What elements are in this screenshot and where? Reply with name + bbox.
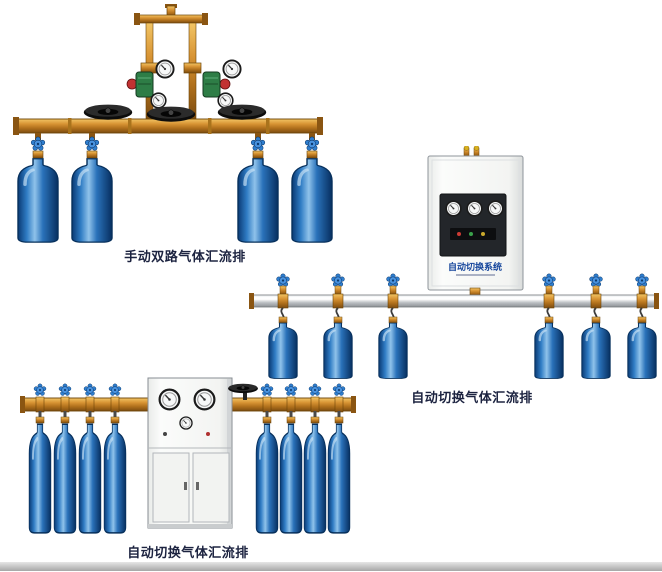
pressure-gauge bbox=[150, 92, 167, 109]
cylinder-station bbox=[322, 273, 354, 379]
cylinder-valve-handle bbox=[589, 273, 603, 287]
gas-cylinder bbox=[580, 322, 612, 379]
pressure-gauge bbox=[487, 200, 504, 217]
cabinet-doors bbox=[152, 452, 230, 523]
cylinder-valve-handle bbox=[58, 383, 72, 396]
cylinder-valve-handle bbox=[84, 136, 100, 151]
cylinder-station bbox=[102, 383, 128, 534]
gas-cylinder bbox=[322, 322, 354, 379]
control-cabinet bbox=[147, 377, 233, 529]
indicator-led bbox=[481, 232, 485, 236]
auto-switch-manifold-illustration: 自动切换系统 bbox=[249, 146, 659, 379]
pressure-gauge bbox=[222, 59, 242, 79]
cylinder-station bbox=[290, 133, 334, 243]
shutoff-handwheel bbox=[83, 104, 133, 121]
gas-cylinder bbox=[377, 322, 409, 379]
cylinder-valve-handle bbox=[635, 273, 649, 287]
gas-cylinder bbox=[626, 322, 658, 379]
cylinder-valve-handle bbox=[542, 273, 556, 287]
cylinder-station bbox=[302, 383, 328, 534]
pressure-gauge bbox=[155, 59, 175, 79]
cylinder-valve-handle bbox=[108, 383, 122, 396]
pressure-gauge bbox=[193, 388, 216, 411]
shutoff-handwheel bbox=[146, 106, 196, 123]
cylinder-station bbox=[77, 383, 103, 534]
gas-cylinder bbox=[27, 422, 53, 534]
cylinder-station bbox=[236, 133, 280, 243]
cylinder-station bbox=[27, 383, 53, 534]
product-caption: 自动切换气体汇流排 bbox=[411, 390, 533, 405]
gas-cylinder bbox=[77, 422, 103, 534]
cylinder-station bbox=[533, 273, 565, 379]
pressure-gauge bbox=[179, 416, 193, 430]
cylinder-station bbox=[254, 383, 280, 534]
shutoff-valve bbox=[227, 383, 259, 400]
cylinder-station bbox=[580, 273, 612, 379]
manual-dual-manifold-illustration bbox=[13, 4, 334, 243]
cylinder-station bbox=[326, 383, 352, 534]
gas-cylinder bbox=[302, 422, 328, 534]
gauge-panel bbox=[439, 193, 507, 257]
cylinder-valve-handle bbox=[332, 383, 346, 396]
top-inlet-assembly bbox=[134, 4, 208, 120]
page-bottom-edge bbox=[0, 562, 662, 571]
cylinder-station bbox=[377, 273, 409, 379]
pressure-gauge bbox=[445, 200, 462, 217]
gas-cylinder bbox=[16, 157, 60, 243]
product-caption: 自动切换气体汇流排 bbox=[127, 545, 249, 560]
control-cabinet: 自动切换系统 bbox=[427, 146, 524, 297]
cylinder-station bbox=[16, 133, 60, 243]
cabinet-label: 自动切换系统 bbox=[448, 261, 502, 272]
gas-cylinder bbox=[70, 157, 114, 243]
cylinder-station bbox=[52, 383, 78, 534]
cylinder-station bbox=[278, 383, 304, 534]
cylinder-valve-handle bbox=[33, 383, 47, 396]
auto-switch-floor-manifold-illustration bbox=[20, 377, 356, 534]
door-handle bbox=[184, 482, 187, 490]
cylinder-valve-handle bbox=[276, 273, 290, 287]
gas-cylinder bbox=[533, 322, 565, 379]
cylinder-valve-handle bbox=[260, 383, 274, 396]
pressure-gauge bbox=[158, 388, 181, 411]
cylinder-valve-handle bbox=[308, 383, 322, 396]
indicator-led bbox=[469, 232, 473, 236]
gas-cylinder bbox=[326, 422, 352, 534]
gas-cylinder bbox=[102, 422, 128, 534]
indicator-led bbox=[457, 232, 461, 236]
pressure-regulator-left bbox=[126, 59, 175, 109]
shutoff-handwheel bbox=[217, 104, 267, 121]
manifold-pipe bbox=[249, 293, 659, 309]
cylinder-valve-handle bbox=[30, 136, 46, 151]
pressure-gauge bbox=[466, 200, 483, 217]
cylinder-station bbox=[70, 133, 114, 243]
cylinder-valve-handle bbox=[386, 273, 400, 287]
cylinder-station bbox=[626, 273, 658, 379]
door-handle bbox=[196, 482, 199, 490]
control-knob bbox=[163, 432, 167, 436]
cylinder-valve-handle bbox=[284, 383, 298, 396]
gas-cylinder bbox=[278, 422, 304, 534]
pressure-regulator-right bbox=[202, 59, 242, 109]
gas-cylinder bbox=[267, 322, 299, 379]
indicator-led bbox=[206, 432, 210, 436]
gas-cylinder bbox=[52, 422, 78, 534]
shutoff-handwheel bbox=[227, 383, 259, 394]
regulator-knob bbox=[219, 78, 231, 90]
cylinder-station bbox=[267, 273, 299, 379]
cylinder-valve-handle bbox=[331, 273, 345, 287]
gas-cylinder bbox=[254, 422, 280, 534]
cylinder-valve-handle bbox=[83, 383, 97, 396]
product-caption: 手动双路气体汇流排 bbox=[124, 249, 246, 264]
